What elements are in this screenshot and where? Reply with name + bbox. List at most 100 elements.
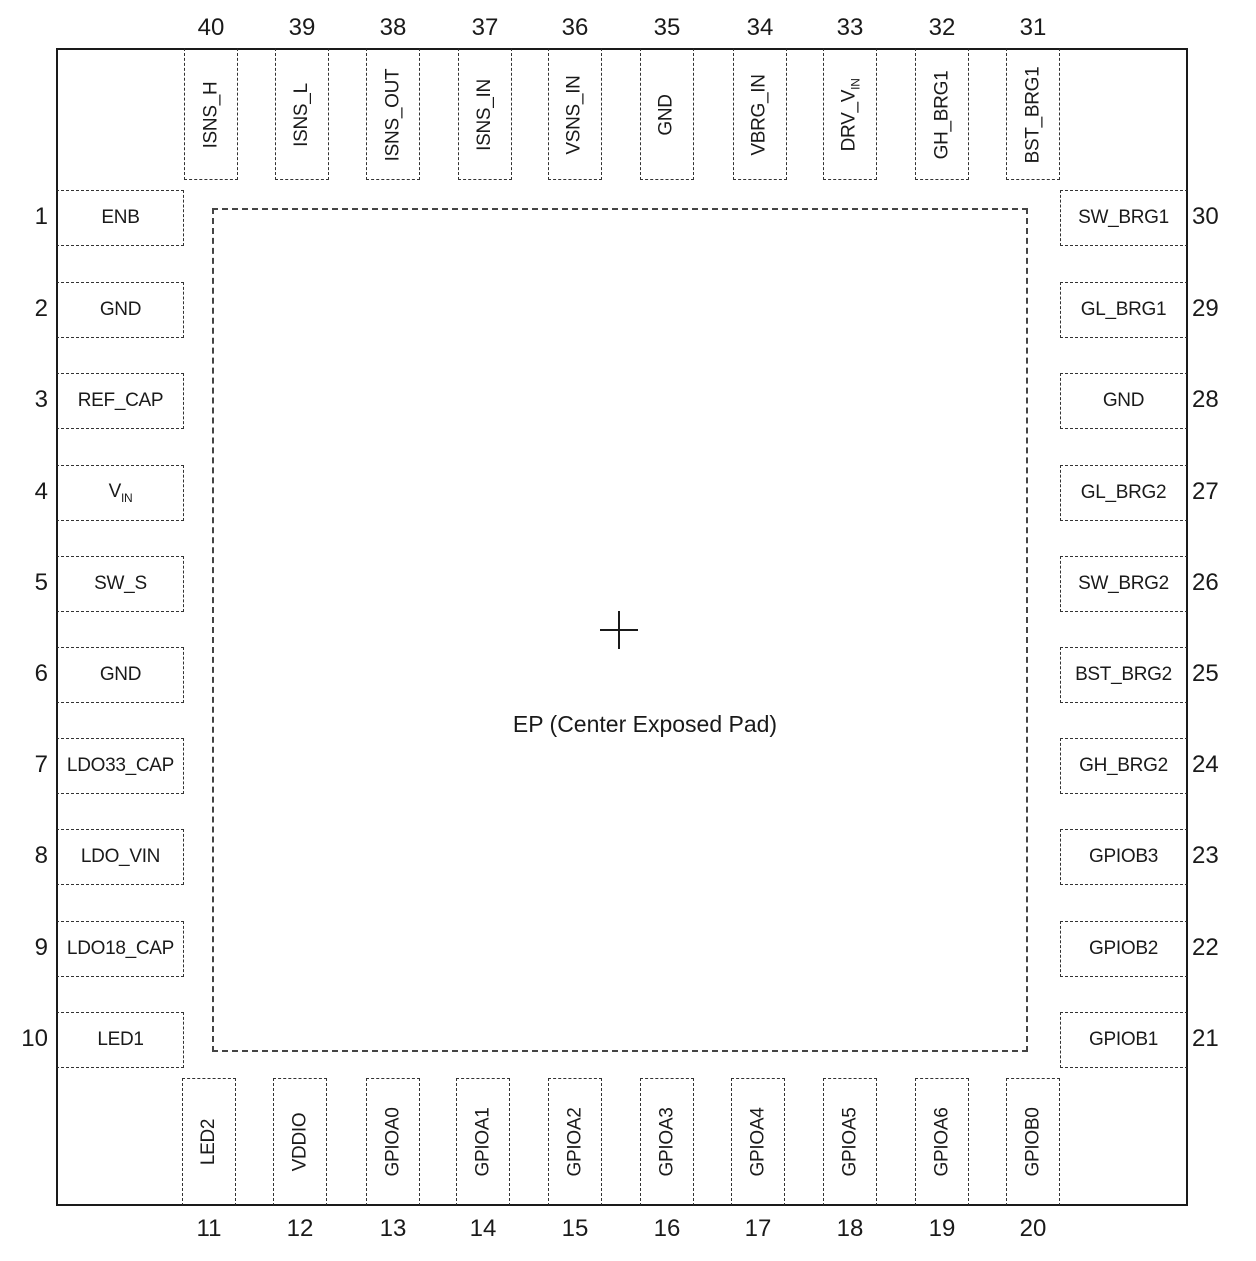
pin-pad-16: GPIOA3 (640, 1078, 694, 1206)
pin-name: V (108, 481, 122, 503)
pin-pad-39: ISNS_L (275, 48, 329, 180)
pin-name: LED1 (97, 1029, 144, 1050)
pin-number: 14 (469, 1215, 497, 1242)
pin-label: LED1 (97, 1029, 144, 1051)
pin-pad-26: SW_BRG2 (1060, 556, 1188, 612)
pin-pad-33: DRV_VIN (823, 48, 877, 180)
pin-name: GPIOB1 (1089, 1029, 1158, 1050)
pin-label: GPIOA4 (747, 1107, 769, 1176)
pin-name: GND (1102, 390, 1145, 411)
pin-label: SW_S (94, 573, 147, 595)
pin-number: 18 (836, 1215, 864, 1242)
pin-name: GPIOA6 (931, 1107, 953, 1176)
pin-name-subscript: IN (847, 78, 862, 90)
pin-number: 11 (196, 1215, 222, 1242)
pin-label: ENB (101, 207, 139, 229)
pin-name: GPIOA2 (564, 1107, 586, 1176)
pin-pad-5: SW_S (56, 556, 184, 612)
pin-label: GND (99, 664, 142, 686)
pin-name: ENB (101, 207, 140, 228)
pin-name: GPIOB3 (1089, 846, 1158, 867)
pin-number: 36 (561, 14, 589, 41)
pin-label: ISNS_OUT (382, 68, 404, 161)
pin-pad-32: GH_BRG1 (915, 48, 969, 180)
pin-pad-37: ISNS_IN (458, 48, 512, 180)
pin-pad-38: ISNS_OUT (366, 48, 420, 180)
pin-name: LDO33_CAP (66, 755, 175, 776)
pin-name: ISNS_L (291, 82, 312, 147)
pin-pad-6: GND (56, 647, 184, 703)
pin-label: GPIOB0 (1022, 1107, 1044, 1176)
pin-number: 23 (1192, 842, 1219, 869)
pin-number: 10 (21, 1025, 48, 1052)
pin-name: DRV_V (838, 89, 860, 151)
pin-number: 38 (379, 14, 407, 41)
exposed-pad (212, 208, 1028, 1052)
pin-pad-12: VDDIO (273, 1078, 327, 1206)
pin-number: 34 (746, 14, 774, 41)
pin-label: GPIOA3 (656, 1107, 678, 1176)
pin-name: SW_BRG1 (1078, 207, 1169, 228)
pin-number: 12 (286, 1215, 314, 1242)
pin-name: GPIOA1 (472, 1107, 494, 1176)
pin-label: GH_BRG1 (931, 70, 953, 159)
pin-pad-7: LDO33_CAP (56, 738, 184, 794)
pin-pad-4: VIN (56, 465, 184, 521)
pin-pad-13: GPIOA0 (366, 1078, 420, 1206)
pin-pad-8: LDO_VIN (56, 829, 184, 885)
pin-label: ISNS_H (200, 81, 222, 148)
exposed-pad-label: EP (Center Exposed Pad) (512, 711, 778, 737)
pin-label: GPIOB2 (1089, 938, 1158, 960)
pin-number: 15 (561, 1215, 589, 1242)
pin-pad-25: BST_BRG2 (1060, 647, 1188, 703)
pin-label: GPIOA2 (564, 1107, 586, 1176)
pin-pad-36: VSNS_IN (548, 48, 602, 180)
pin-label: VIN (109, 481, 133, 505)
pin-number: 31 (1019, 14, 1047, 41)
pin-label: DRV_VIN (838, 78, 862, 151)
pin-pad-34: VBRG_IN (733, 48, 787, 180)
pin-number: 6 (34, 660, 48, 687)
pin-number: 27 (1192, 478, 1219, 505)
pin-pad-9: LDO18_CAP (56, 921, 184, 977)
pin-name: GPIOA4 (747, 1107, 769, 1176)
pin-pad-14: GPIOA1 (456, 1078, 510, 1206)
pin-name: GPIOA3 (656, 1107, 678, 1176)
pin-pad-19: GPIOA6 (915, 1078, 969, 1206)
pin-label: GPIOA6 (931, 1107, 953, 1176)
pin-name: LDO_VIN (80, 846, 161, 867)
pin-label: BST_BRG1 (1022, 66, 1044, 163)
pin-number: 9 (34, 934, 48, 961)
pin-label: ISNS_L (291, 83, 313, 147)
pin-name: REF_CAP (77, 390, 164, 411)
pin-pad-1: ENB (56, 190, 184, 246)
pin-name: BST_BRG2 (1075, 664, 1172, 685)
pin-pad-24: GH_BRG2 (1060, 738, 1188, 794)
pin-pad-10: LED1 (56, 1012, 184, 1068)
pin-pad-40: ISNS_H (184, 48, 238, 180)
pin-number: 35 (653, 14, 681, 41)
center-crosshair-vertical (618, 611, 620, 649)
pin-name: GND (99, 299, 142, 320)
pin-label: GL_BRG2 (1081, 482, 1167, 504)
pin-name: GPIOA5 (839, 1107, 861, 1176)
pin-pad-3: REF_CAP (56, 373, 184, 429)
pin-label: GND (99, 299, 142, 321)
pin-label: VSNS_IN (564, 75, 586, 154)
pin-label: LED2 (198, 1118, 220, 1164)
pin-number: 22 (1192, 934, 1219, 961)
pin-name: GND (99, 664, 142, 685)
pin-label: ISNS_IN (474, 79, 496, 151)
pin-number: 3 (34, 386, 48, 413)
pin-name: LED2 (197, 1118, 219, 1165)
pin-name: GPIOA0 (382, 1107, 404, 1176)
pin-number: 33 (836, 14, 864, 41)
pin-name: GH_BRG2 (1079, 755, 1168, 776)
pin-name: ISNS_H (200, 81, 221, 148)
pin-name: LDO18_CAP (66, 938, 175, 959)
pin-number: 17 (744, 1215, 772, 1242)
pin-name: GH_BRG1 (931, 70, 952, 159)
pin-name: VDDIO (289, 1112, 310, 1171)
pin-label: GL_BRG1 (1081, 299, 1167, 321)
pin-name: VSNS_IN (564, 74, 585, 155)
